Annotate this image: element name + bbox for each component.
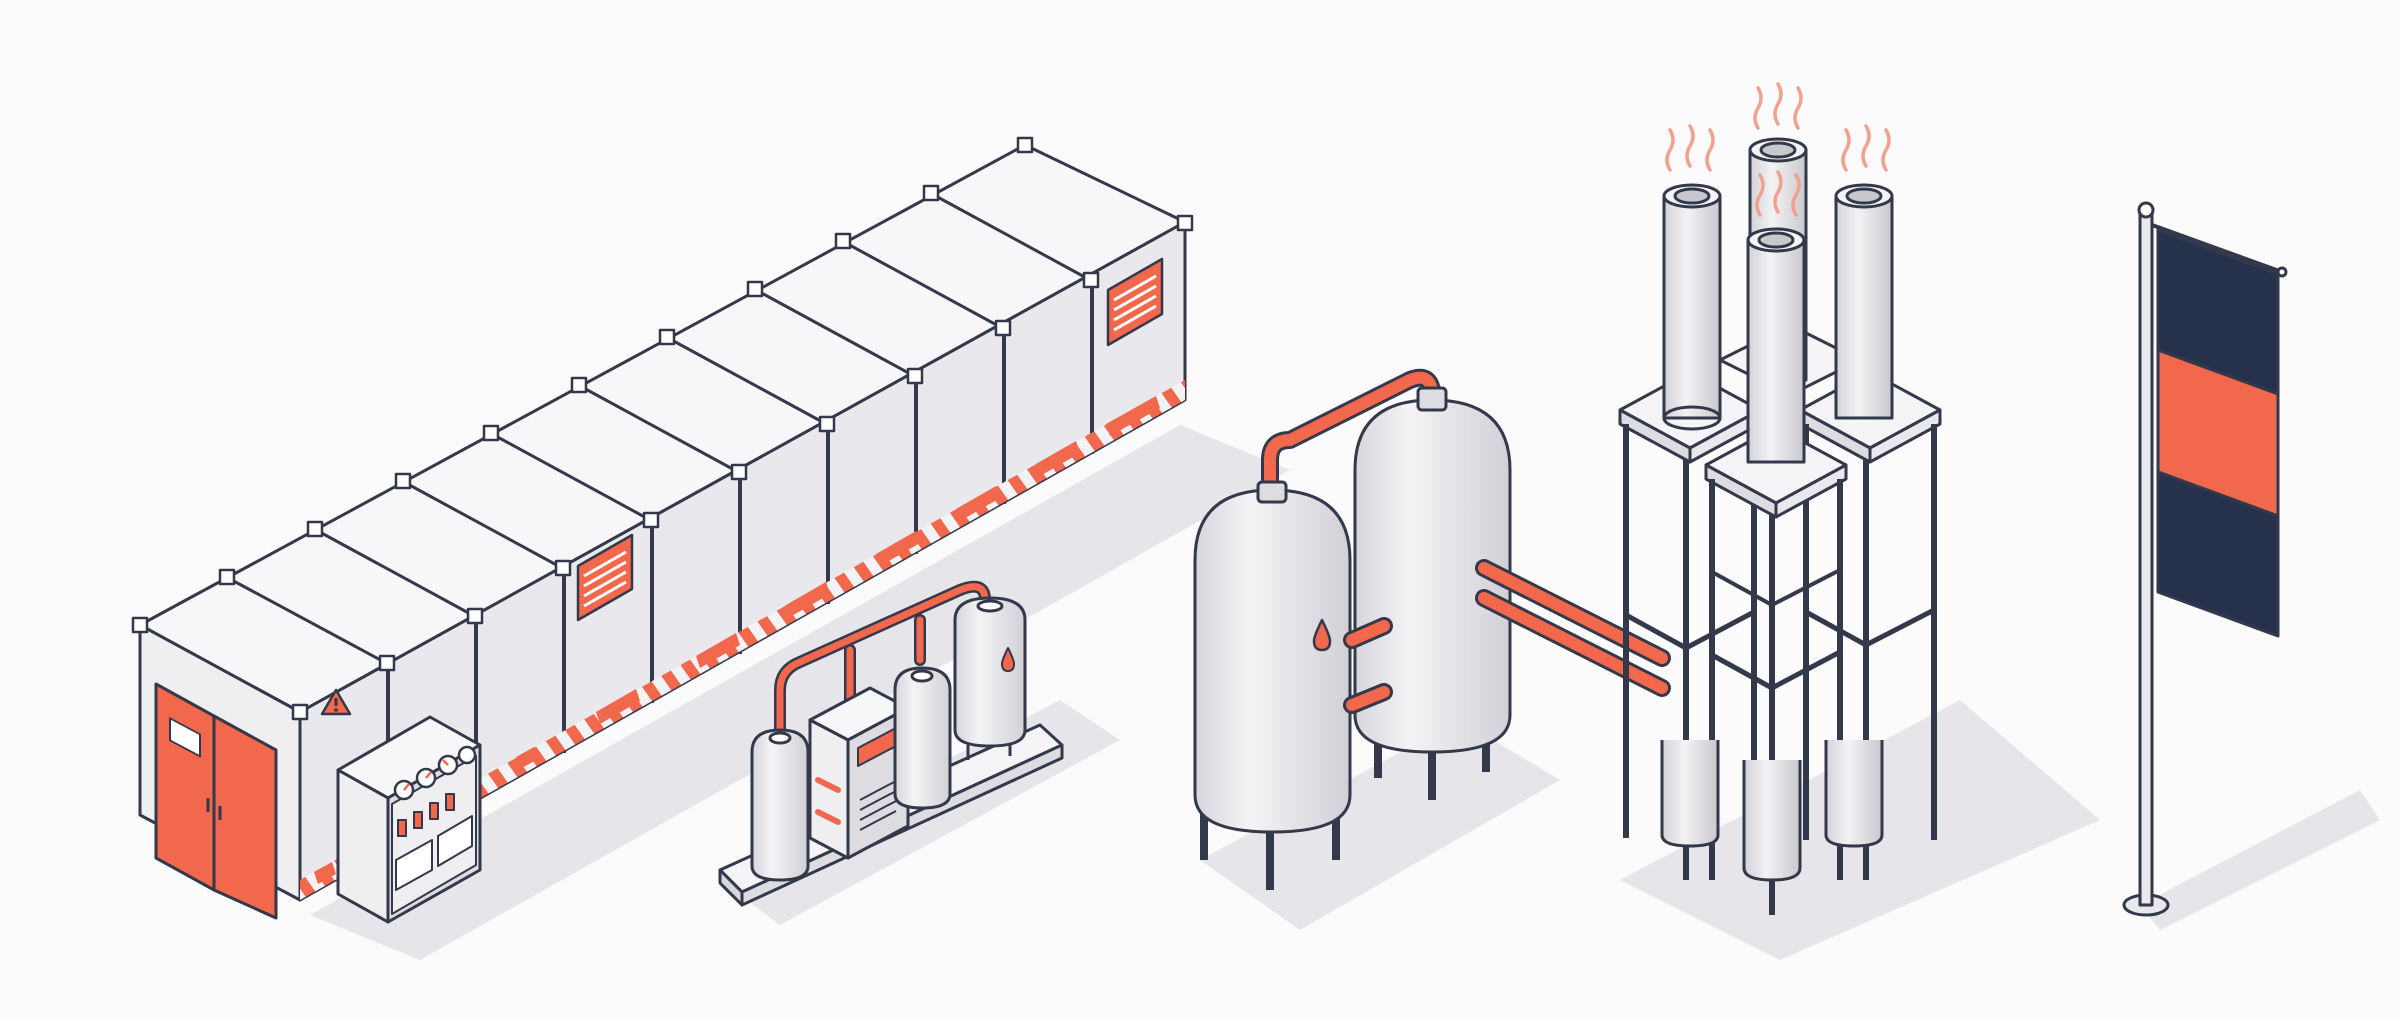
water-drop-icon xyxy=(1312,618,1332,652)
chimney-right xyxy=(1834,183,1894,420)
chimney-stacks xyxy=(1618,137,1942,915)
chimney-left xyxy=(1662,183,1722,431)
container-brackets xyxy=(131,136,1194,721)
small-tank-3 xyxy=(953,596,1027,760)
warning-icon xyxy=(320,688,352,716)
container-top-seams xyxy=(227,192,1093,666)
flag xyxy=(2122,201,2288,917)
large-tank-front xyxy=(1193,480,1352,890)
chimney-front xyxy=(1746,227,1806,464)
vent-louver-front xyxy=(576,533,634,622)
hazard-stripes xyxy=(314,396,1160,884)
flag-banner xyxy=(2156,228,2280,638)
water-drop-icon xyxy=(1001,647,1015,672)
small-tank-1 xyxy=(750,728,810,882)
large-tanks xyxy=(1193,368,1671,890)
flagpole xyxy=(2138,208,2154,907)
steam-wisps xyxy=(1665,82,1891,217)
boiler-unit xyxy=(808,686,910,860)
container-row xyxy=(131,136,1194,920)
stack-base-cylinders xyxy=(1660,740,1884,882)
control-panel xyxy=(336,715,482,924)
large-tank-rear xyxy=(1353,386,1512,800)
container-doors xyxy=(154,682,278,920)
small-tank-2 xyxy=(893,666,952,810)
small-tank-skid xyxy=(718,580,1064,907)
vent-louver-rear xyxy=(1106,257,1164,347)
panel-switches xyxy=(397,793,455,837)
